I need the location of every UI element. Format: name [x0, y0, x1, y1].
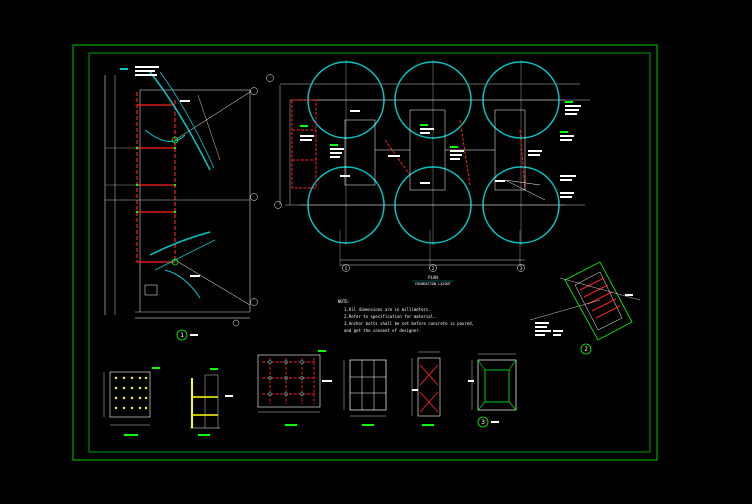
callout-labels: [300, 105, 581, 198]
notes-heading: NOTE:: [338, 299, 350, 304]
braced-panel-detail: [411, 351, 441, 426]
plan-title: PLAN: [428, 275, 438, 280]
detail-marker-1: [176, 329, 188, 341]
elevation-detail: [343, 359, 387, 426]
stair-detail: 2: [529, 261, 641, 355]
grid-axis-bubbles: 1 2 3: [266, 74, 525, 272]
note-line-1: 1.All dimensions are in millimeters.: [344, 307, 431, 312]
tank-layout: 1 2 3 PLAN FOUNDATION LAYOUT: [266, 60, 590, 286]
plan-subtitle: FOUNDATION LAYOUT: [415, 282, 452, 286]
section-detail: [190, 368, 233, 436]
detail-marker-2-label: 2: [584, 346, 588, 353]
note-line-3: 3.Anchor bolts shall be set before concr…: [344, 321, 474, 326]
pit-detail: 3: [468, 353, 517, 428]
axis-label-1: 1: [345, 266, 348, 271]
detail-marker-1-label: 1: [180, 332, 184, 339]
note-line-4: and got the consent of designer.: [344, 328, 421, 333]
outer-frame: [72, 44, 658, 461]
grid-plan-detail: [257, 350, 332, 426]
member-labels: [120, 66, 200, 296]
base-plate-detail: [103, 367, 160, 436]
axis-label-3: 3: [520, 266, 523, 271]
platform-plan: 1: [104, 66, 258, 341]
general-notes: NOTE: 1.All dimensions are in millimeter…: [338, 299, 474, 333]
tank-circles: [307, 61, 560, 244]
inner-frame: [88, 52, 651, 453]
platform-outline: [291, 99, 526, 191]
detail-marker-3: [477, 416, 489, 428]
detail-marker-3-label: 3: [481, 419, 485, 426]
red-steel-members: [136, 92, 176, 263]
note-line-2: 2.Refer to specification for material.: [344, 314, 436, 319]
axis-label-2: 2: [432, 266, 435, 271]
detail-marker-2: [580, 343, 592, 355]
